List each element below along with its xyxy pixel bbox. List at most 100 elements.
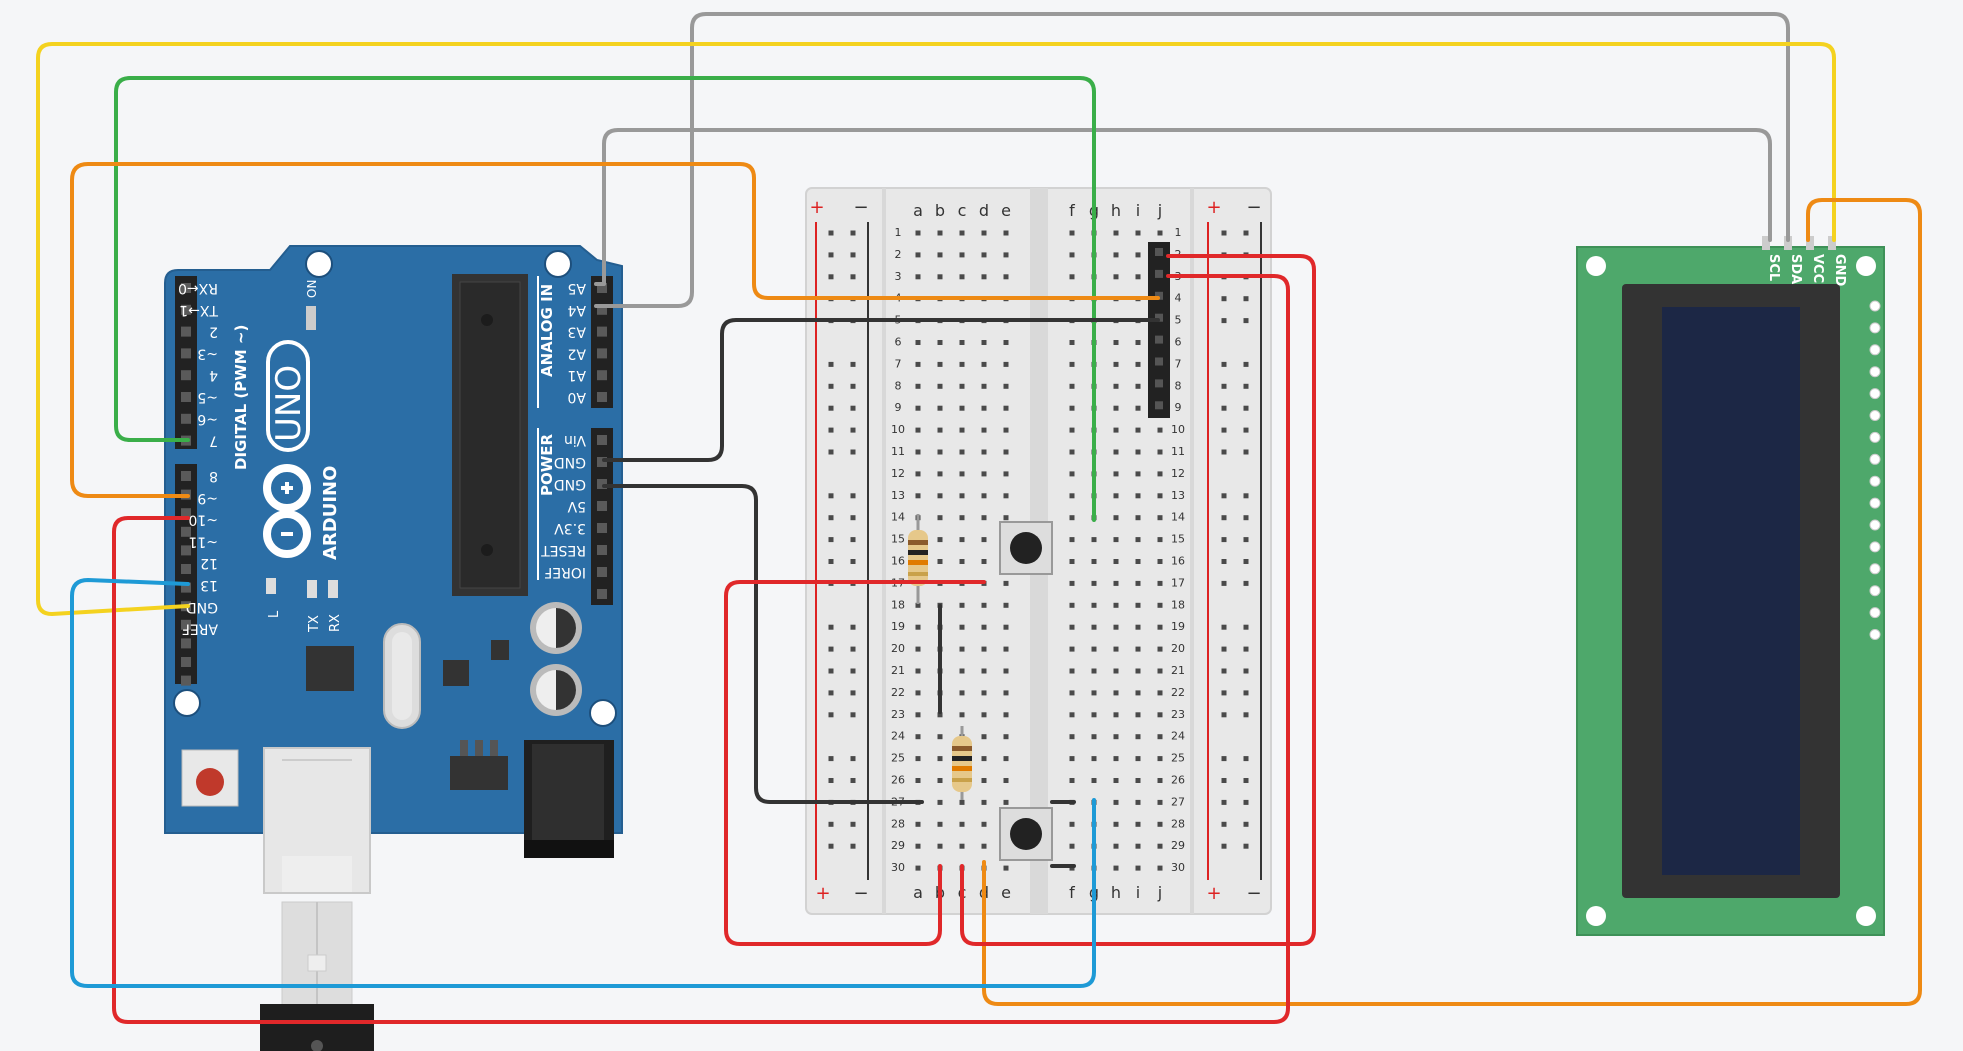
breadboard-hole[interactable] [1135,843,1141,849]
breadboard-hole[interactable] [981,712,987,718]
rail-hole[interactable] [850,383,856,389]
breadboard-hole[interactable] [1091,537,1097,543]
breadboard-hole[interactable] [959,427,965,433]
rail-hole[interactable] [1221,449,1227,455]
breadboard-hole[interactable] [915,252,921,258]
breadboard-hole[interactable] [937,843,943,849]
rail-hole[interactable] [1221,318,1227,324]
breadboard-hole[interactable] [1135,712,1141,718]
breadboard-hole[interactable] [1069,361,1075,367]
header-pin-hole[interactable] [181,471,191,481]
wire-orange-lcd-gnd[interactable] [982,198,1922,1006]
rail-hole[interactable] [1221,427,1227,433]
header-pin-hole[interactable] [181,619,191,630]
rail-hole[interactable] [850,821,856,827]
rail-hole[interactable] [1243,296,1249,302]
header-pin-hole[interactable] [597,567,607,577]
breadboard-hole[interactable] [1113,712,1119,718]
breadboard-hole[interactable] [937,383,943,389]
breadboard-hole[interactable] [1157,427,1163,433]
rail-hole[interactable] [1243,361,1249,367]
breadboard-hole[interactable] [1003,340,1009,345]
breadboard-hole[interactable] [915,340,921,345]
breadboard-hole[interactable] [959,668,965,674]
breadboard-hole[interactable] [959,274,965,280]
breadboard-hole[interactable] [1091,559,1097,564]
rail-hole[interactable] [1221,624,1227,630]
breadboard-hole[interactable] [937,340,943,345]
breadboard-hole[interactable] [1157,799,1163,805]
rail-hole[interactable] [1243,756,1249,762]
breadboard-hole[interactable] [1157,230,1163,236]
breadboard-hole[interactable] [1003,580,1009,586]
breadboard-hole[interactable] [959,361,965,367]
breadboard-hole[interactable] [1091,668,1097,674]
breadboard-hole[interactable] [1135,471,1141,477]
breadboard-hole[interactable] [1113,493,1119,499]
rail-hole[interactable] [1243,821,1249,827]
header-pin-hole[interactable] [181,526,191,537]
breadboard-hole[interactable] [1135,821,1141,827]
breadboard-hole[interactable] [981,690,987,696]
breadboard-hole[interactable] [1003,624,1009,630]
rail-hole[interactable] [828,252,834,258]
breadboard-hole[interactable] [915,756,921,762]
breadboard-hole[interactable] [1135,537,1141,543]
rail-hole[interactable] [1221,821,1227,827]
breadboard-hole[interactable] [937,405,943,411]
breadboard-hole[interactable] [1091,646,1097,652]
rail-hole[interactable] [1243,668,1249,674]
breadboard-hole[interactable] [1157,449,1163,455]
breadboard-hole[interactable] [1135,383,1141,389]
breadboard-hole[interactable] [1113,427,1119,433]
breadboard-hole[interactable] [1157,778,1163,783]
lcd-i2c-pin[interactable] [1828,236,1836,250]
header-pin-hole[interactable] [597,523,607,533]
breadboard-hole[interactable] [937,515,943,521]
breadboard-hole[interactable] [1157,843,1163,849]
breadboard-hole[interactable] [1003,712,1009,718]
breadboard-hole[interactable] [1113,580,1119,586]
lcd-i2c-pin[interactable] [1784,236,1792,250]
breadboard-hole[interactable] [1113,690,1119,696]
wire-blue-pin13[interactable] [70,578,1096,988]
breadboard-hole[interactable] [915,383,921,389]
breadboard-hole[interactable] [1113,843,1119,849]
breadboard-hole[interactable] [1069,602,1075,608]
breadboard-hole[interactable] [981,230,987,236]
breadboard-hole[interactable] [937,230,943,236]
rail-hole[interactable] [1243,383,1249,389]
rail-hole[interactable] [828,427,834,433]
breadboard-hole[interactable] [1135,734,1141,740]
pushbutton-2[interactable] [999,807,1053,861]
breadboard-hole[interactable] [1135,274,1141,280]
breadboard-hole[interactable] [1069,383,1075,389]
rail-hole[interactable] [1221,756,1227,762]
breadboard-hole[interactable] [937,778,943,783]
header-pin-hole[interactable] [181,326,191,337]
breadboard-hole[interactable] [959,405,965,411]
rail-hole[interactable] [1243,449,1249,455]
breadboard-hole[interactable] [1113,230,1119,236]
breadboard-hole[interactable] [1069,690,1075,696]
breadboard-hole[interactable] [937,493,943,499]
breadboard-hole[interactable] [915,712,921,718]
breadboard-hole[interactable] [1113,537,1119,543]
rail-hole[interactable] [850,405,856,411]
breadboard-hole[interactable] [1135,559,1141,564]
rail-hole[interactable] [1243,843,1249,849]
breadboard-hole[interactable] [1003,602,1009,608]
lcd-i2c-pin[interactable] [1762,236,1770,250]
rail-hole[interactable] [1221,296,1227,302]
breadboard-hole[interactable] [1135,405,1141,411]
rail-hole[interactable] [850,361,856,367]
breadboard-hole[interactable] [1003,865,1009,871]
wire-red-pin10[interactable] [112,274,1290,1024]
breadboard-hole[interactable] [959,690,965,696]
header-pin-hole[interactable] [181,657,191,667]
breadboard-hole[interactable] [981,821,987,827]
breadboard-hole[interactable] [915,778,921,783]
breadboard-hole[interactable] [1069,646,1075,652]
header-pin-hole[interactable] [597,435,607,445]
